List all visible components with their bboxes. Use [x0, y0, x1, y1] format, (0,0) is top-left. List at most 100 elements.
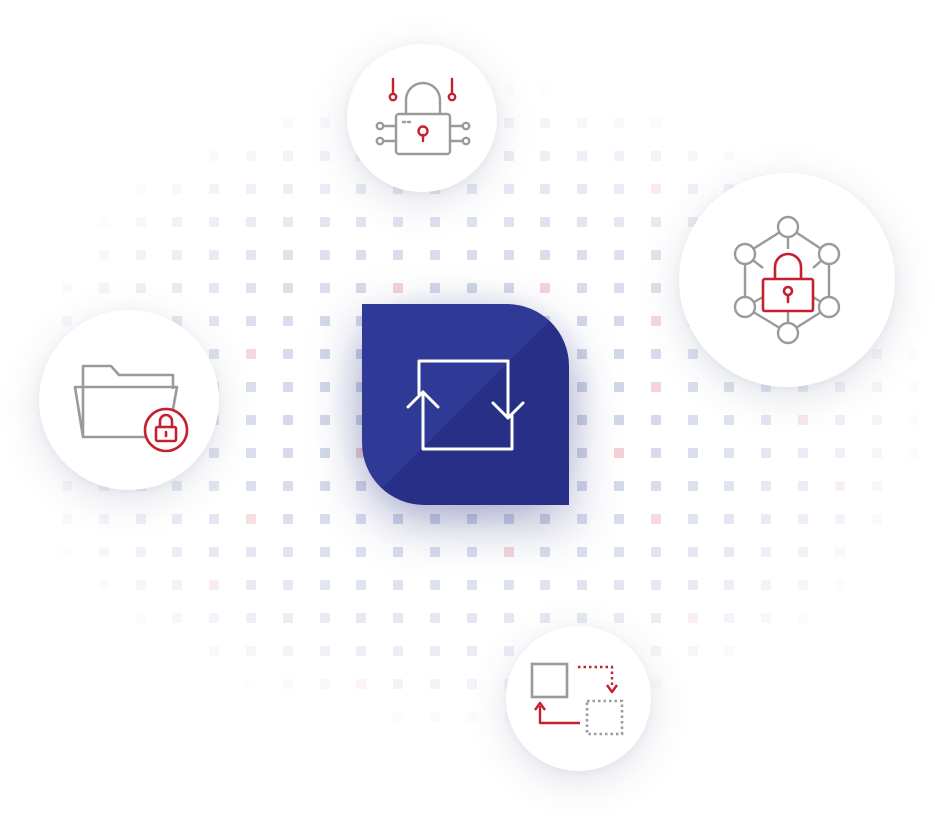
grid-dot — [798, 580, 808, 590]
grid-dot — [172, 250, 183, 260]
grid-dot — [761, 415, 772, 425]
grid-dot — [282, 481, 293, 491]
grid-dot — [650, 316, 661, 326]
data-transfer-badge — [506, 626, 651, 771]
grid-dot — [246, 448, 256, 458]
grid-dot — [246, 349, 256, 359]
grid-dot — [209, 250, 220, 260]
grid-dot — [650, 613, 661, 623]
grid-dot — [871, 514, 882, 524]
grid-dot — [466, 580, 477, 590]
grid-dot — [135, 184, 146, 194]
grid-dot — [614, 283, 624, 293]
grid-dot — [834, 481, 845, 491]
grid-dot — [761, 580, 772, 590]
grid-dot — [172, 613, 183, 623]
grid-dot — [650, 547, 661, 557]
grid-dot — [761, 382, 772, 392]
sync-arrows-icon — [406, 359, 525, 451]
grid-dot — [172, 481, 183, 491]
grid-dot — [614, 349, 624, 359]
grid-dot — [650, 217, 661, 227]
grid-dot — [282, 679, 293, 689]
grid-dot — [540, 217, 551, 227]
grid-dot — [687, 382, 698, 392]
grid-dot — [430, 547, 440, 557]
grid-dot — [503, 613, 514, 623]
grid-dot — [209, 349, 220, 359]
grid-dot — [577, 415, 588, 425]
grid-dot — [135, 580, 146, 590]
grid-dot — [209, 151, 220, 161]
grid-dot — [282, 382, 293, 392]
grid-dot — [724, 151, 735, 161]
grid-dot — [393, 613, 404, 623]
grid-dot — [430, 679, 440, 689]
grid-dot — [246, 283, 256, 293]
grid-dot — [356, 613, 367, 623]
grid-dot — [798, 547, 808, 557]
grid-dot — [540, 184, 551, 194]
grid-dot — [540, 85, 551, 95]
grid-dot — [503, 547, 514, 557]
grid-dot — [577, 514, 588, 524]
grid-dot — [577, 349, 588, 359]
grid-dot — [98, 547, 109, 557]
grid-dot — [503, 283, 514, 293]
grid-dot — [319, 679, 330, 689]
grid-dot — [466, 283, 477, 293]
grid-dot — [209, 184, 220, 194]
data-transfer-icon — [530, 662, 624, 736]
grid-dot — [540, 250, 551, 260]
grid-dot — [319, 415, 330, 425]
grid-dot — [62, 316, 72, 326]
grid-dot — [577, 448, 588, 458]
grid-dot — [356, 514, 367, 524]
grid-dot — [209, 580, 220, 590]
grid-dot — [62, 481, 72, 491]
grid-dot — [172, 283, 183, 293]
grid-dot — [246, 679, 256, 689]
grid-dot — [798, 481, 808, 491]
grid-dot — [834, 448, 845, 458]
grid-dot — [687, 415, 698, 425]
grid-dot — [466, 250, 477, 260]
grid-dot — [871, 481, 882, 491]
locked-folder-badge — [39, 310, 219, 490]
grid-dot — [393, 184, 404, 194]
grid-dot — [246, 415, 256, 425]
grid-dot — [282, 151, 293, 161]
grid-dot — [614, 250, 624, 260]
network-padlock-icon — [733, 215, 841, 345]
grid-dot — [319, 316, 330, 326]
grid-dot — [614, 613, 624, 623]
grid-dot — [834, 580, 845, 590]
grid-dot — [393, 712, 404, 722]
grid-dot — [503, 151, 514, 161]
grid-dot — [577, 316, 588, 326]
grid-dot — [282, 415, 293, 425]
grid-dot — [540, 613, 551, 623]
grid-dot — [209, 217, 220, 227]
grid-dot — [540, 580, 551, 590]
grid-dot — [319, 283, 330, 293]
grid-dot — [246, 646, 256, 656]
grid-dot — [393, 547, 404, 557]
grid-dot — [577, 184, 588, 194]
grid-dot — [319, 349, 330, 359]
grid-dot — [687, 151, 698, 161]
grid-dot — [172, 580, 183, 590]
grid-dot — [577, 382, 588, 392]
grid-dot — [319, 481, 330, 491]
grid-dot — [282, 613, 293, 623]
grid-dot — [908, 415, 919, 425]
grid-dot — [466, 613, 477, 623]
grid-dot — [98, 580, 109, 590]
grid-dot — [356, 184, 367, 194]
grid-dot — [430, 646, 440, 656]
grid-dot — [319, 646, 330, 656]
grid-dot — [650, 580, 661, 590]
grid-dot — [724, 580, 735, 590]
grid-dot — [393, 679, 404, 689]
grid-dot — [282, 184, 293, 194]
